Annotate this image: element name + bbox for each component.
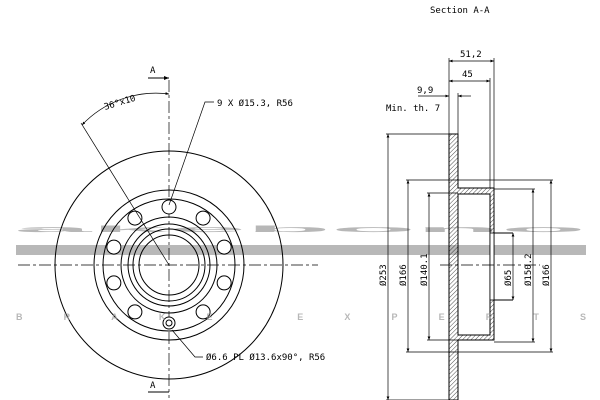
bolt-hole <box>106 275 122 291</box>
bolt-hole <box>195 210 211 226</box>
dim-hat-height: 45 <box>462 70 473 80</box>
akebono-logo-watermark: akebono <box>14 224 594 255</box>
bolt-hole <box>127 304 143 320</box>
dim-outer-diameter: Ø253 <box>378 264 389 286</box>
dim-hat-inner-diameter: Ø150.2 <box>523 253 534 286</box>
dim-total-height: 51,2 <box>460 50 482 60</box>
brake-experts-watermark: BRAKE EXPERTS <box>16 312 586 322</box>
front-view: A A 36°x10 9 X Ø15.3, R56 Ø6.6 PL Ø13.6x… <box>18 66 325 398</box>
screw-hole <box>165 319 173 327</box>
section-view: Section A-A Ø253 Ø166 Ø140.1 Ø65 Ø150.2 … <box>378 6 553 400</box>
bolt-hole <box>216 239 232 255</box>
section-marker-bottom: A <box>150 381 156 391</box>
dim-inner-diameter: Ø140.1 <box>419 253 430 286</box>
bolt-hole <box>161 199 177 215</box>
bolt-hole <box>195 304 211 320</box>
dim-thickness: 9,9 <box>417 86 433 96</box>
bolt-hole <box>216 275 232 291</box>
angle-label: 36°x10 <box>103 94 137 113</box>
screw-hole-callout: Ø6.6 PL Ø13.6x90°, R56 <box>206 352 325 363</box>
section-marker-top: A <box>150 66 156 76</box>
dim-hat-diameter-left: Ø166 <box>398 264 409 286</box>
dim-center-bore: Ø65 <box>503 270 514 286</box>
dim-hat-diameter-right: Ø166 <box>541 264 552 286</box>
section-title: Section A-A <box>430 6 490 16</box>
bolt-holes-callout: 9 X Ø15.3, R56 <box>217 98 293 109</box>
bolt-hole <box>127 210 143 226</box>
bolt-hole <box>106 239 122 255</box>
svg-text:akebono: akebono <box>14 224 594 234</box>
dim-min-thickness: Min. th. 7 <box>386 104 440 114</box>
